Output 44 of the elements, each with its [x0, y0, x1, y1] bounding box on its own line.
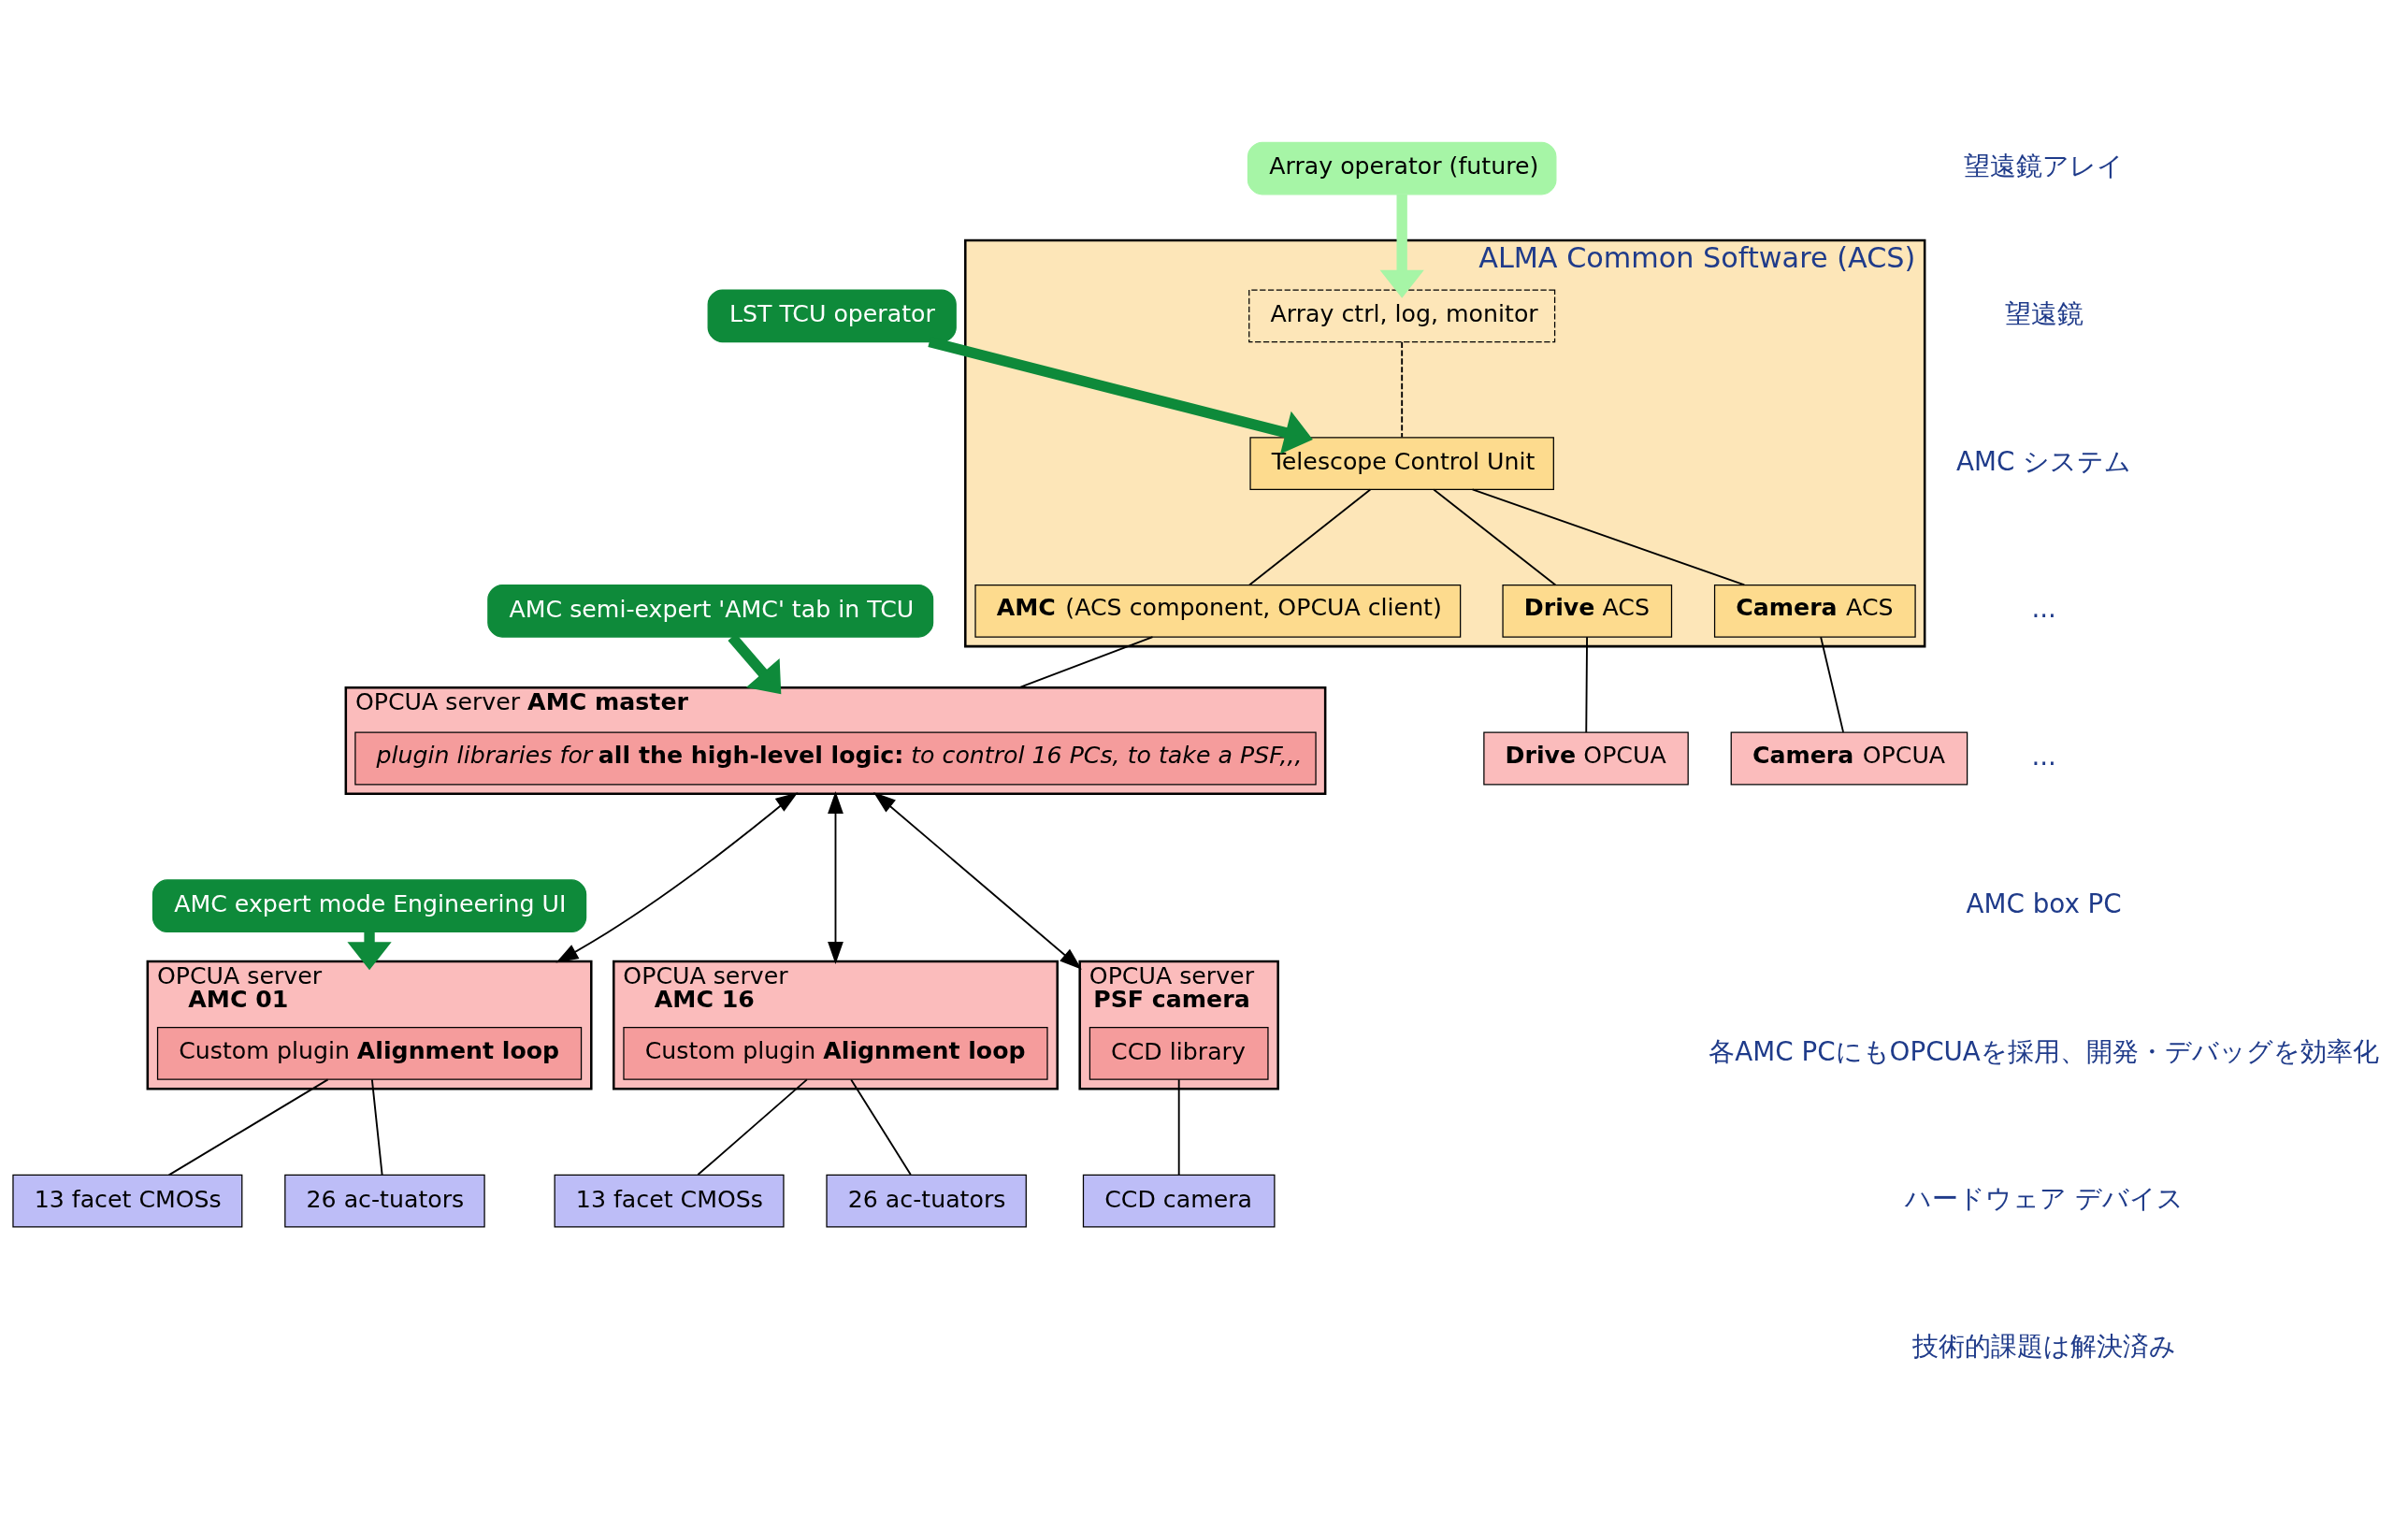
- label: 望遠鏡アレイ: [1964, 150, 2125, 181]
- node-box: CCD camera: [1082, 1174, 1276, 1228]
- node-box: Array operator (future): [1247, 141, 1557, 195]
- node-box: CCD library: [1089, 1026, 1269, 1080]
- node-box: 26 ac-tuators: [284, 1174, 485, 1228]
- node-box: Camera OPCUA: [1730, 731, 1968, 785]
- node-box: Drive OPCUA: [1483, 731, 1689, 785]
- node-box: AMC expert mode Engineering UI: [151, 878, 587, 932]
- label: ...: [2031, 592, 2056, 624]
- connector: [850, 1077, 912, 1176]
- node-box: Custom plugin Alignment loop: [623, 1026, 1048, 1080]
- label: 望遠鏡: [2004, 297, 2084, 329]
- node-box: Array ctrl, log, monitor: [1248, 288, 1556, 342]
- label: AMC box PC: [1966, 888, 2122, 919]
- node-box: AMC (ACS component, OPCUA client): [974, 584, 1462, 638]
- label: 技術的課題は解決済み: [1911, 1330, 2176, 1362]
- connector: [1401, 340, 1404, 438]
- node-box: Camera ACS: [1713, 584, 1916, 638]
- connector: [1820, 635, 1845, 733]
- arrow: [555, 791, 799, 962]
- node-box: Telescope Control Unit: [1249, 436, 1554, 490]
- node-box: LST TCU operator: [707, 288, 957, 342]
- node-box: Custom plugin Alignment loop: [156, 1026, 583, 1080]
- node-box: 13 facet CMOSs: [12, 1174, 243, 1228]
- arrow: [828, 790, 844, 964]
- node-box: plugin libraries for all the high-level logic: to control 16 PCs, to take a PSF,,,: [354, 731, 1317, 785]
- label: AMC システム: [1956, 445, 2132, 477]
- connector: [1248, 488, 1372, 585]
- connector: [167, 1077, 329, 1176]
- connector: [1471, 487, 1746, 585]
- label: 各AMC PCにもOPCUAを採用、開発・デバッグを効率化: [1709, 1035, 2379, 1067]
- node-box: Drive ACS: [1502, 584, 1673, 638]
- arrow: [1379, 194, 1424, 298]
- arrow: [872, 791, 1082, 970]
- connector: [1177, 1077, 1180, 1176]
- node-box: 26 ac-tuators: [826, 1174, 1027, 1228]
- label: ハードウェア デバイス: [1904, 1182, 2184, 1214]
- connector: [370, 1077, 383, 1176]
- node-box: 13 facet CMOSs: [554, 1174, 785, 1228]
- label: ...: [2031, 740, 2056, 772]
- node-box: AMC semi-expert 'AMC' tab in TCU: [487, 584, 934, 638]
- connector: [1585, 635, 1588, 733]
- connector: [697, 1077, 808, 1176]
- connector: [1433, 488, 1557, 585]
